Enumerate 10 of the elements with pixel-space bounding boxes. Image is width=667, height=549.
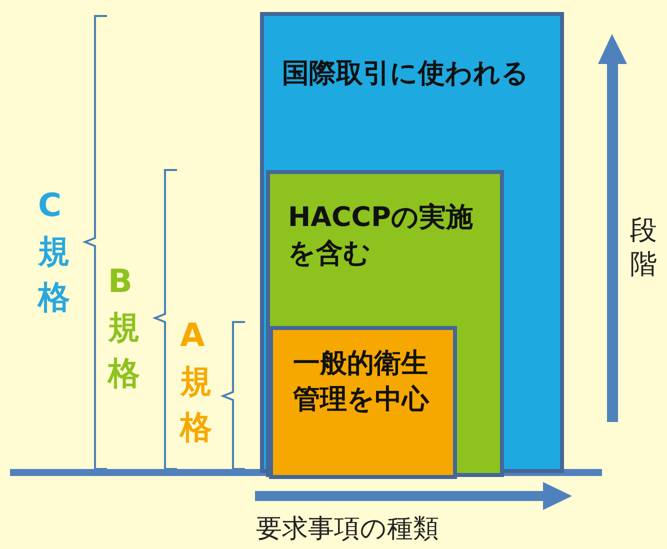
grade-label: C規格 bbox=[38, 185, 71, 318]
inner-box bbox=[269, 326, 457, 479]
axis-title: 段階 bbox=[630, 214, 658, 282]
grade-label: A規格 bbox=[180, 315, 213, 448]
box-label: 一般的衛生管理を中心 bbox=[293, 347, 430, 417]
axis-title: 要求事項の種類 bbox=[256, 513, 440, 546]
grade-label: B規格 bbox=[108, 261, 141, 394]
middle-box bbox=[266, 170, 504, 477]
box-label: 国際取引に使われる bbox=[282, 57, 530, 91]
box-label: HACCPの実施を含む bbox=[288, 201, 474, 271]
